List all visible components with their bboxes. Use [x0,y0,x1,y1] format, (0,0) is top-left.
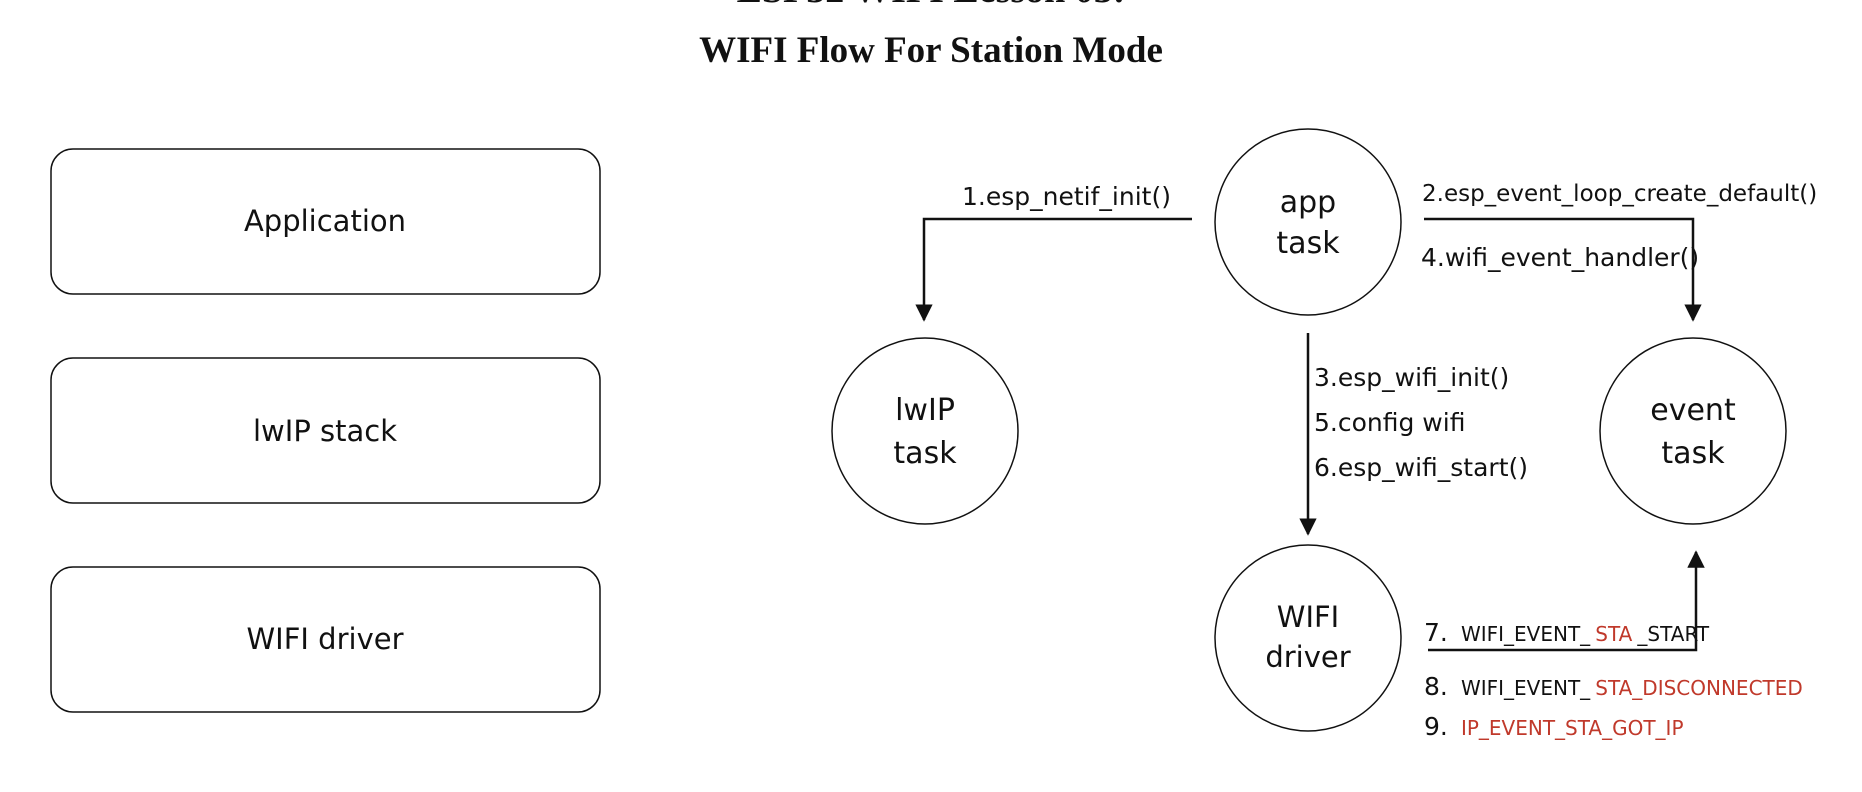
event-9-highlight: IP_EVENT_STA_GOT_IP [1461,716,1684,740]
event-7-prefix: WIFI_EVENT_ [1461,622,1591,646]
node-lwip-task-line1: lwIP [895,393,955,428]
node-wifi-driver-line1: WIFI [1277,600,1339,634]
node-event-task: event task [1599,337,1787,525]
edge-label-step2: 2.esp_event_loop_create_default() [1422,181,1817,207]
layer-lwip-label: lwIP stack [253,414,397,448]
node-lwip-task-line2: task [893,436,957,471]
node-wifi-driver: WIFI driver [1214,544,1402,732]
node-app-task: app task [1214,128,1402,316]
event-9-number: 9. [1424,712,1448,741]
layer-wifi-driver-box: WIFI driver [50,566,601,713]
event-8-highlight: STA_DISCONNECTED [1595,676,1803,700]
node-app-task-line1: app [1280,185,1336,220]
event-9-label: 9. IP_EVENT_STA_GOT_IP [1424,712,1684,741]
node-app-task-line2: task [1276,226,1340,261]
event-8-label: 8. WIFI_EVENT_ STA_DISCONNECTED [1424,672,1803,701]
event-7-number: 7. [1424,618,1448,647]
node-event-task-line1: event [1650,393,1736,428]
event-8-number: 8. [1424,672,1448,701]
node-lwip-task: lwIP task [831,337,1019,525]
page-title: WIFI Flow For Station Mode [699,30,1163,71]
layer-application-label: Application [244,204,406,238]
event-8-prefix: WIFI_EVENT_ [1461,676,1591,700]
edge-app-to-event: 2.esp_event_loop_create_default() 4.wifi… [1421,181,1817,322]
edge-label-step4: 4.wifi_event_handler() [1421,243,1699,272]
edge-label-step3: 3.esp_wifi_init() [1314,363,1509,392]
edge-label-step6: 6.esp_wifi_start() [1314,453,1528,482]
layer-wifi-driver-label: WIFI driver [247,622,404,656]
lesson-title-partial: ESP32 WIFI Lesson 03: [737,0,1126,11]
event-7-suffix: _START [1636,622,1709,646]
event-7-highlight: STA [1595,622,1632,646]
edge-label-step5: 5.config wifi [1314,408,1465,437]
node-event-task-line2: task [1661,436,1725,471]
event-7-label: 7. WIFI_EVENT_ STA _START [1424,618,1710,647]
edge-app-to-lwip: 1.esp_netif_init() [915,182,1192,322]
edge-wifi-driver-to-event: 7. WIFI_EVENT_ STA _START 8. WIFI_EVENT_… [1424,550,1803,741]
layer-lwip-box: lwIP stack [50,357,601,504]
edge-label-step1: 1.esp_netif_init() [962,182,1171,211]
node-wifi-driver-line2: driver [1265,640,1350,674]
layer-application-box: Application [50,148,601,295]
edge-app-to-wifi-driver: 3.esp_wifi_init() 5.config wifi 6.esp_wi… [1299,333,1528,536]
